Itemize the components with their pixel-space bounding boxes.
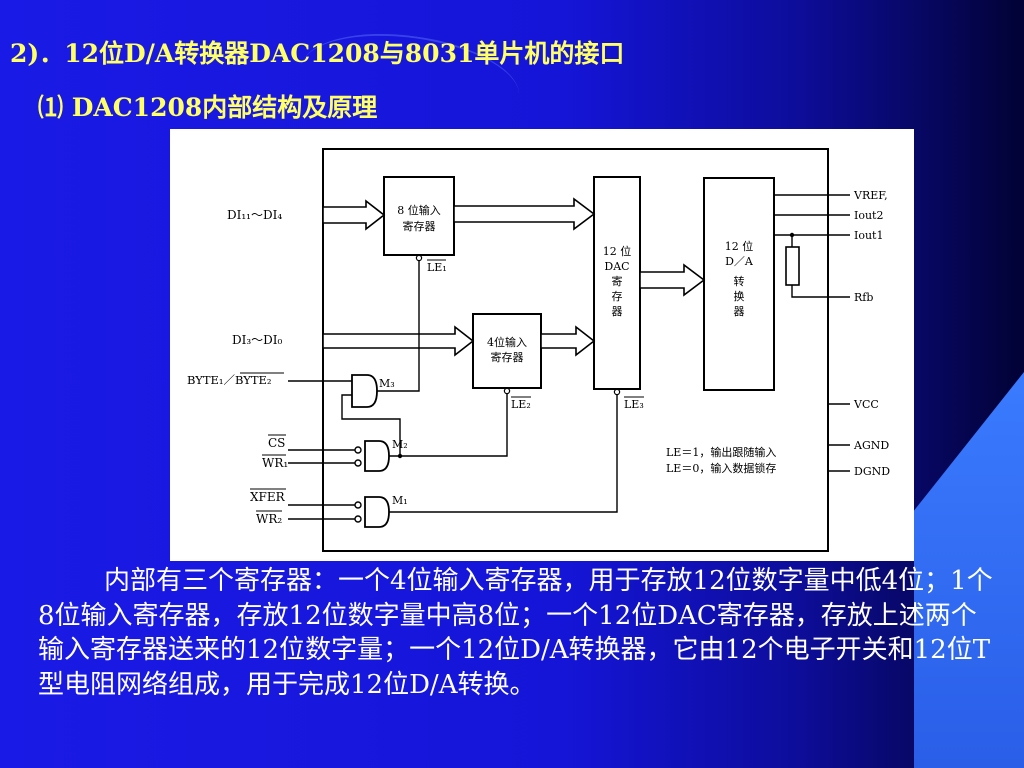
gate-m1 [364,496,390,528]
chip-outline [322,148,829,552]
label-iout2: Iout2 [854,209,883,222]
reg4-label-2: 寄存器 [491,350,524,364]
note-le-1: LE＝1，输出跟随输入 [666,445,776,459]
latch-le2: LE₂ [511,398,531,411]
dac-register-label-4: 存 [612,289,623,303]
gate-m1-label: M₁ [392,494,408,507]
wire-m2-to-reg4 [400,388,508,457]
dac-register-label-1: 12 位 [603,244,632,258]
label-agnd: AGND [853,439,889,452]
label-wr2: WR₂ [256,512,282,526]
wire-rfb [791,285,850,298]
label-wr1: WR₁ [262,456,288,470]
bubble-le3 [613,388,621,396]
bus-arrow-dac-conv [639,263,706,297]
bus-arrow-di-low [322,325,475,357]
pin-dot-xfer [354,501,362,509]
label-iout1: Iout1 [854,229,883,242]
note-le-0: LE＝0，输入数据锁存 [666,461,776,475]
gate-m2 [364,440,390,472]
label-di-high: DI₁₁～DI₄ [227,208,282,222]
label-xfer: XFER [250,490,286,504]
da-converter-block [703,177,775,391]
da-converter-label-4: 换 [734,289,745,303]
body-paragraph: 内部有三个寄存器：一个4位输入寄存器，用于存放12位数字量中低4位；1个8位输入… [38,566,993,700]
label-rfb: Rfb [854,291,873,304]
bus-arrow-di-high [322,199,386,231]
pin-dot-cs [354,446,362,454]
reg4-label-1: 4位输入 [487,335,527,349]
label-cs: CS [268,436,285,450]
slide-subtitle: ⑴ DAC1208内部结构及原理 [38,93,378,122]
feedback-resistor [785,246,800,286]
label-di-low: DI₃～DI₀ [232,333,283,347]
dac1208-structure-diagram: 8 位输入 寄存器 4位输入 寄存器 12 位 DAC 寄 存 器 12 位 D… [170,129,914,561]
label-byte: BYTE₁／BYTE₂ [187,373,272,387]
gate-m3 [351,374,378,408]
slide-title: 2)．12位D/A转换器DAC1208与8031单片机的接口 [10,39,625,68]
bus-arrow-reg4-dac [540,325,596,357]
reg8-block [383,176,455,256]
bubble-le2 [503,387,511,395]
bubble-le1 [415,254,423,262]
label-vcc: VCC [853,398,879,411]
reg8-label-2: 寄存器 [403,219,436,233]
da-converter-label-3: 转 [734,274,745,288]
pin-dot-wr2 [354,515,362,523]
latch-le3: LE₃ [624,398,644,411]
bus-arrow-reg8-dac [453,197,596,231]
junction-m2 [397,453,403,459]
wire-m3-out [377,255,420,392]
da-converter-label-2: D／A [725,255,754,268]
dac-register-label-5: 器 [612,305,623,318]
da-converter-label-5: 器 [734,305,745,318]
pin-dot-wr1 [354,459,362,467]
label-vref: VREF, [853,189,888,202]
latch-le1: LE₁ [427,261,447,274]
da-converter-label-1: 12 位 [725,239,754,253]
dac-register-label-2: DAC [604,260,629,273]
dac-register-label-3: 寄 [612,274,623,288]
reg8-label-1: 8 位输入 [397,203,441,217]
wire-m1-to-dac [389,389,618,513]
diagram-svg: 8 位输入 寄存器 4位输入 寄存器 12 位 DAC 寄 存 器 12 位 D… [187,148,890,552]
gate-m3-label: M₃ [379,377,395,390]
label-dgnd: DGND [854,465,890,478]
